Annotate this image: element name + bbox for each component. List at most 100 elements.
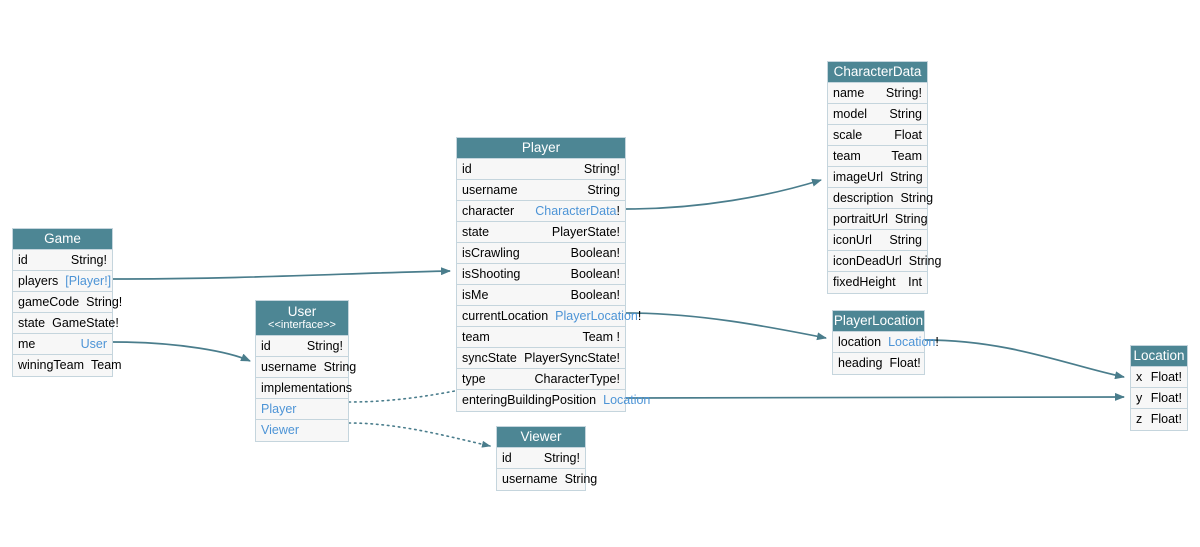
field-name: iconUrl [833, 232, 872, 247]
field-row: currentLocation PlayerLocation! [457, 306, 641, 327]
field-name: character [462, 203, 515, 218]
field-type: Team ! [582, 329, 620, 344]
field-name: enteringBuildingPosition [462, 393, 597, 407]
field-type: String [564, 472, 598, 486]
field-name: imageUrl [833, 169, 884, 184]
field-type: String [587, 182, 620, 197]
field-type: Int [908, 275, 922, 289]
entity-header-playerlocation: PlayerLocation [833, 311, 924, 332]
edge-user-implements-viewer [348, 422, 491, 448]
entity-title: Game [44, 231, 81, 246]
field-name: syncState [462, 350, 517, 365]
field-row: players [Player!] [13, 271, 112, 292]
field-name: state [18, 315, 46, 330]
field-name: players [18, 273, 59, 288]
implementation-row[interactable]: Viewer [256, 420, 348, 441]
field-row: scale Float [828, 125, 927, 146]
entity-title: User [287, 304, 317, 319]
field-name: username [502, 472, 558, 486]
field-type: String! [86, 294, 123, 309]
field-name: type [462, 371, 486, 386]
field-type: Float [894, 127, 922, 142]
field-name: currentLocation [462, 308, 549, 323]
field-name: location [838, 334, 882, 349]
entity-header-player: Player [457, 138, 625, 159]
field-name: me [18, 336, 36, 351]
entity-header-game: Game [13, 229, 112, 250]
field-type: String [890, 169, 923, 184]
field-name: model [833, 106, 868, 121]
field-type: String! [885, 85, 922, 100]
field-type: String [889, 232, 922, 247]
field-type: Float! [1150, 412, 1182, 426]
non-null-marker: ! [935, 334, 939, 349]
field-type: String! [70, 252, 107, 267]
implementation-row[interactable]: Player [256, 399, 348, 420]
edge-player-currentlocation-playerlocation [625, 312, 827, 341]
field-name: description [833, 190, 894, 205]
field-name: isMe [462, 287, 489, 302]
field-name: username [261, 359, 317, 374]
non-null-marker: ! [637, 308, 642, 323]
field-name: Player [261, 401, 297, 416]
field-type-text: PlayerLocation [555, 308, 638, 323]
field-row: username String [497, 469, 597, 490]
field-type: GameState! [52, 315, 119, 330]
field-name: scale [833, 127, 863, 142]
field-type: String! [306, 338, 343, 353]
field-type[interactable]: Location [603, 393, 651, 407]
entity-header-characterdata: CharacterData [828, 62, 927, 83]
field-type: Boolean! [570, 245, 620, 260]
field-type-text: Location [888, 334, 936, 349]
entity-header-user: User<<interface>> [256, 301, 348, 336]
edge-game-players-player [112, 267, 451, 280]
field-name: id [502, 450, 512, 465]
edge-playerlocation-location-location [924, 339, 1125, 380]
field-type[interactable]: Location! [888, 332, 939, 353]
field-row: character CharacterData! [457, 201, 625, 222]
field-name: id [462, 161, 472, 176]
field-type: Float! [1150, 369, 1182, 384]
field-type[interactable]: [Player!] [65, 273, 112, 288]
edge-player-character-characterdata [625, 178, 822, 210]
field-row: me User [13, 334, 112, 355]
field-type[interactable]: CharacterData! [535, 201, 620, 222]
field-name: id [18, 252, 28, 267]
field-type: Float! [889, 356, 921, 370]
field-type[interactable]: User [80, 336, 107, 351]
field-name: isShooting [462, 266, 521, 281]
field-type[interactable]: PlayerLocation! [555, 306, 641, 327]
entity-title: PlayerLocation [833, 313, 924, 328]
field-type: Team [891, 148, 922, 163]
field-name: state [462, 224, 490, 239]
field-name: z [1136, 412, 1143, 426]
field-type: Team [91, 358, 122, 372]
field-type: Boolean! [570, 266, 620, 281]
entity-stereotype: <<interface>> [268, 319, 336, 331]
field-type: Float! [1150, 390, 1182, 405]
field-row: location Location! [833, 332, 939, 353]
field-type: String [894, 211, 928, 226]
field-row: z Float! [1131, 409, 1187, 430]
field-name: iconDeadUrl [833, 253, 902, 268]
field-row: imageUrl String [828, 167, 927, 188]
